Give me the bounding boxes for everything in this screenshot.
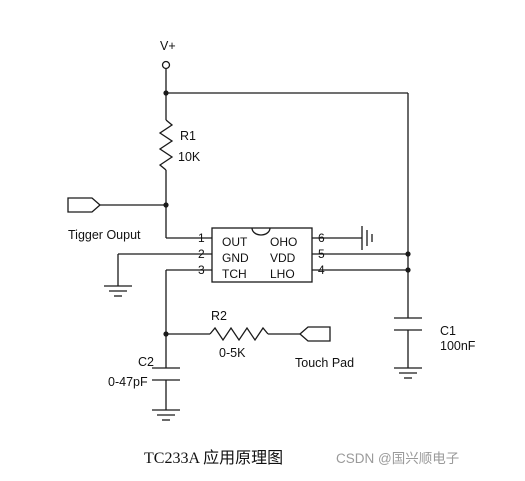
resistor-r1-symbol (158, 119, 174, 171)
r1-name: R1 (180, 129, 196, 143)
pin-1-number: 1 (198, 231, 205, 245)
r1-value: 10K (178, 150, 201, 164)
junction-dot (405, 267, 411, 273)
pin-5-name: VDD (270, 251, 296, 265)
c2-name: C2 (138, 355, 154, 369)
junction-dot (163, 90, 169, 96)
vplus-terminal: V+ (160, 39, 176, 70)
junctions (163, 90, 411, 337)
pin-4-number: 4 (318, 263, 325, 277)
ground-icon (345, 226, 373, 250)
resistor-r2-symbol (209, 326, 269, 342)
wires (100, 69, 409, 410)
pin-3-number: 3 (198, 263, 205, 277)
c1-name: C1 (440, 324, 456, 338)
resistor-r2: R2 0-5K (209, 309, 269, 360)
touch-pad-label: Touch Pad (295, 356, 354, 370)
pin-2-name: GND (222, 251, 249, 265)
r2-name: R2 (211, 309, 227, 323)
capacitor-c1: C1 100nF (394, 317, 476, 353)
trigger-output-label: Tigger Ouput (68, 228, 141, 242)
trigger-output-port: Tigger Ouput (67, 197, 141, 242)
junction-dot (163, 202, 169, 208)
output-port-flag (67, 197, 101, 213)
r2-value: 0-5K (219, 346, 246, 360)
vplus-node-circle (161, 60, 171, 70)
c2-value: 0-47pF (108, 375, 148, 389)
touch-pad-port: Touch Pad (295, 326, 354, 370)
ground-icon (152, 409, 180, 421)
ground-icon (394, 367, 422, 379)
pin-6-name: OHO (270, 235, 297, 249)
touch-pad-flag (299, 326, 331, 342)
ic-tc233a: 1 2 3 OUT GND TCH OHO VDD LHO 6 5 4 (198, 227, 325, 283)
ic-body (211, 227, 313, 283)
watermark: CSDN @国兴顺电子 (336, 451, 459, 466)
ic-notch (251, 227, 271, 236)
capacitor-c2: C2 0-47pF (108, 355, 180, 389)
junction-dot (163, 331, 169, 337)
ground-icon (104, 285, 132, 297)
figure-caption: TC233A 应用原理图 (144, 448, 283, 467)
pin-1-name: OUT (222, 235, 248, 249)
junction-dot (405, 251, 411, 257)
vplus-label: V+ (160, 39, 176, 53)
pin-6-number: 6 (318, 231, 325, 245)
pin-3-name: TCH (222, 267, 247, 281)
pin-4-name: LHO (270, 267, 295, 281)
pin-2-number: 2 (198, 247, 205, 261)
c1-value: 100nF (440, 339, 476, 353)
resistor-r1: R1 10K (158, 119, 201, 171)
pin-5-number: 5 (318, 247, 325, 261)
